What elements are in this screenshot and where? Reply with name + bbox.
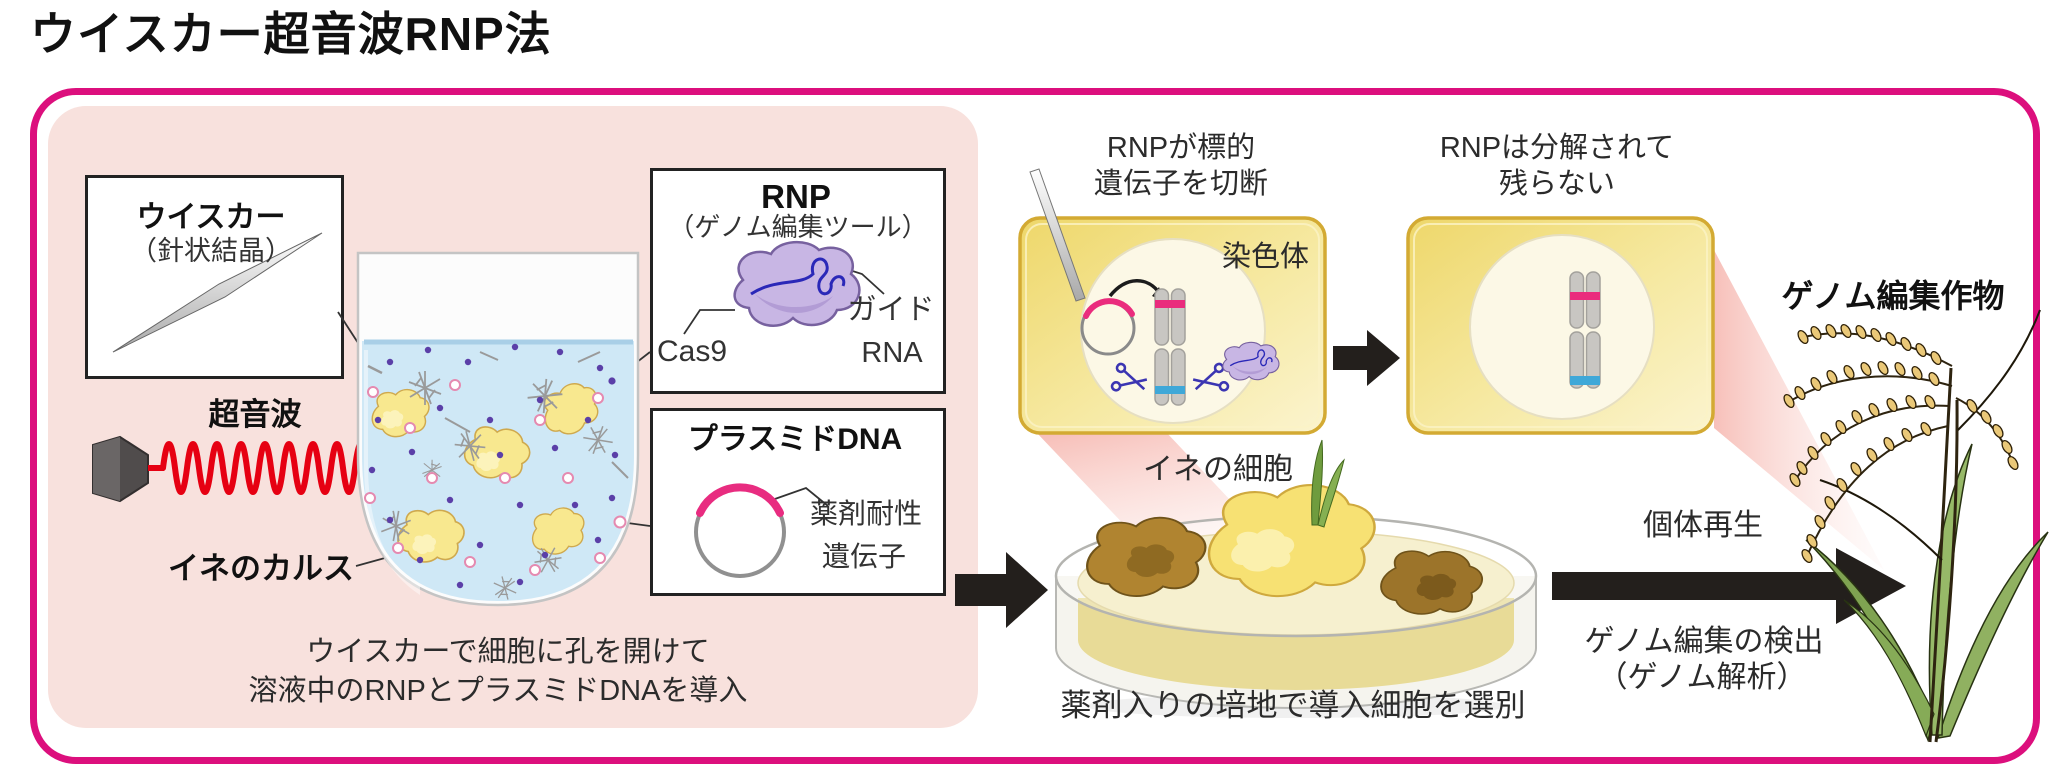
page-title: ウイスカー超音波RNP法 [30, 8, 552, 60]
rnp-box-subtitle: （ゲノム編集ツール） [668, 212, 928, 242]
cell2-caption-line2: 残らない [1498, 168, 1616, 200]
resistance-gene-label-line1: 薬剤耐性 [809, 498, 923, 529]
cas9-label: Cas9 [657, 335, 728, 368]
resistance-gene-label-line2: 遺伝子 [821, 541, 907, 572]
cell1-caption-line1: RNPが標的 [1106, 132, 1256, 164]
rnp-box-title: RNP [761, 178, 831, 215]
guide-rna-label-line2: RNA [861, 337, 923, 369]
whisker-box-subtitle: （針状結晶） [130, 236, 292, 266]
chromosome-label: 染色体 [1222, 241, 1310, 273]
cell1-caption-line2: 遺伝子を切断 [1093, 168, 1269, 200]
detection-label-line1: ゲノム編集の検出 [1584, 625, 1824, 658]
left-caption-line2: 溶液中のRNPとプラスミドDNAを導入 [248, 675, 748, 707]
guide-rna-label-line1: ガイド [847, 294, 935, 326]
regeneration-label: 個体再生 [1643, 509, 1763, 542]
rice-cell-label: イネの細胞 [1143, 453, 1293, 486]
rice-callus-label: イネのカルス [168, 551, 354, 586]
detection-label-line2: （ゲノム解析） [1597, 661, 1807, 694]
ultrasound-label: 超音波 [208, 397, 302, 432]
whisker-box-title: ウイスカー [136, 201, 286, 234]
dish-caption: 薬剤入りの培地で導入細胞を選別 [1060, 688, 1526, 723]
left-caption-line1: ウイスカーで細胞に孔を開けて [306, 636, 710, 668]
genome-edited-crop-label: ゲノム編集作物 [1781, 278, 2005, 314]
plasmid-box-title: プラスミドDNA [687, 423, 903, 456]
cell2-caption-line1: RNPは分解されて [1439, 132, 1675, 164]
